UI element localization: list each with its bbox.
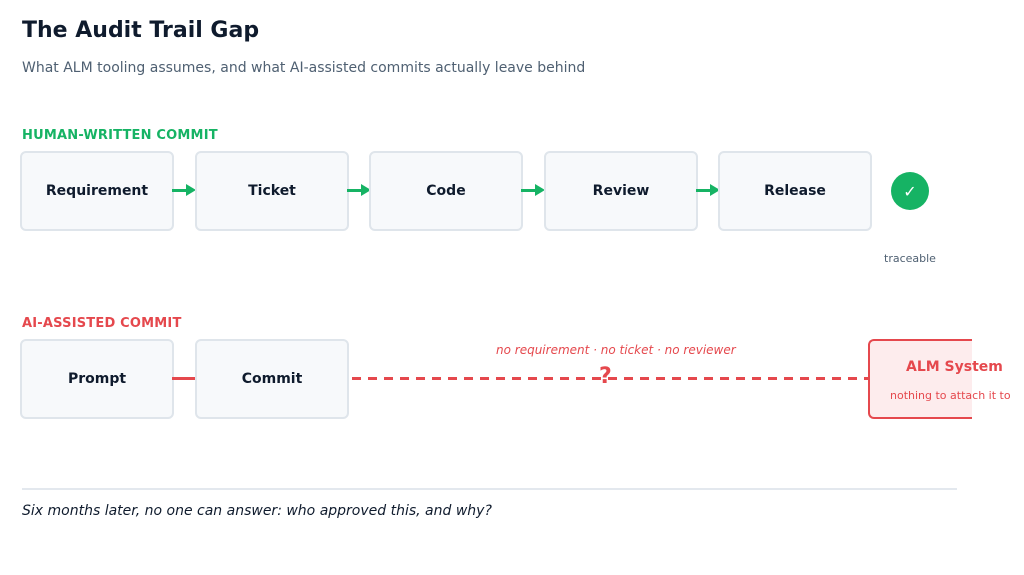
question-mark-icon: ? (599, 364, 612, 389)
step-commit: Commit (195, 339, 349, 419)
page-subtitle: What ALM tooling assumes, and what AI-as… (22, 60, 586, 76)
step-code: Code (369, 151, 523, 231)
step-requirement: Requirement (20, 151, 174, 231)
step-prompt: Prompt (20, 339, 174, 419)
alm-system-title: ALM System (906, 359, 1003, 375)
footer-note: Six months later, no one can answer: who… (22, 503, 492, 519)
page-title: The Audit Trail Gap (22, 18, 260, 43)
human-flow-label: HUMAN-WRITTEN COMMIT (22, 128, 218, 143)
step-review: Review (544, 151, 698, 231)
check-icon: ✓ (891, 172, 929, 210)
connector-prompt-commit (172, 377, 196, 380)
step-release: Release (718, 151, 872, 231)
arrow-review-release (696, 184, 720, 196)
arrow-requirement-ticket (172, 184, 196, 196)
traceable-label: traceable (884, 252, 936, 265)
ai-flow-label: AI-ASSISTED COMMIT (22, 316, 182, 331)
broken-link-line (352, 377, 870, 380)
step-ticket: Ticket (195, 151, 349, 231)
missing-links-note: no requirement · no ticket · no reviewer (496, 343, 736, 357)
alm-system-box: ALM System nothing to attach it to (868, 339, 1011, 419)
arrow-code-review (521, 184, 545, 196)
footer-divider (22, 488, 957, 490)
arrow-ticket-code (347, 184, 371, 196)
alm-system-subtitle: nothing to attach it to (890, 389, 1011, 402)
